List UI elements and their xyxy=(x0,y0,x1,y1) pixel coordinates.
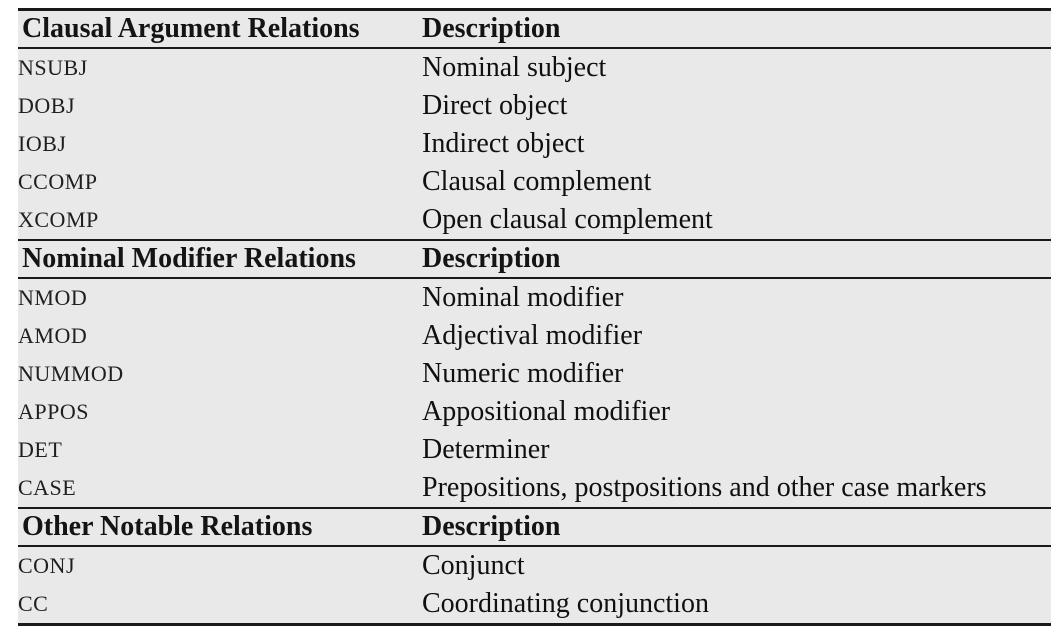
description-cell: Open clausal complement xyxy=(422,204,713,235)
section-header-row: Nominal Modifier Relations Description xyxy=(18,239,1051,279)
description-cell: Nominal modifier xyxy=(422,282,624,313)
relation-cell: XCOMP xyxy=(18,207,99,232)
section-header-description: Description xyxy=(422,507,1051,547)
relations-table: Clausal Argument Relations Description N… xyxy=(18,8,1051,626)
table-row: CASE Prepositions, postpositions and oth… xyxy=(18,469,1051,508)
relation-cell: NMOD xyxy=(18,285,88,310)
table-row: CONJ Conjunct xyxy=(18,546,1051,585)
relation-cell: CONJ xyxy=(18,553,76,578)
table-row: DOBJ Direct object xyxy=(18,87,1051,125)
description-cell: Appositional modifier xyxy=(422,396,671,427)
table-row: NSUBJ Nominal subject xyxy=(18,48,1051,87)
relation-cell: APPOS xyxy=(18,399,89,424)
relation-cell: CC xyxy=(18,585,422,626)
table-row: CCOMP Clausal complement xyxy=(18,163,1051,201)
description-cell: Prepositions, postpositions and other ca… xyxy=(422,472,987,503)
relation-cell: NSUBJ xyxy=(18,55,88,80)
table-row: XCOMP Open clausal complement xyxy=(18,201,1051,240)
relation-cell: CASE xyxy=(18,475,77,500)
description-cell: Coordinating conjunction xyxy=(422,585,1051,626)
table-row: DET Determiner xyxy=(18,431,1051,469)
table-row: NUMMOD Numeric modifier xyxy=(18,355,1051,393)
description-cell: Adjectival modifier xyxy=(422,320,643,351)
relation-cell: DOBJ xyxy=(18,93,76,118)
section-header-description: Description xyxy=(422,239,1051,279)
table-row: AMOD Adjectival modifier xyxy=(18,317,1051,355)
description-cell: Nominal subject xyxy=(422,52,607,83)
relation-cell: NUMMOD xyxy=(18,361,124,386)
section-header-row: Other Notable Relations Description xyxy=(18,507,1051,547)
description-cell: Determiner xyxy=(422,434,550,465)
section-header-title: Clausal Argument Relations xyxy=(18,8,422,49)
section-header-title: Nominal Modifier Relations xyxy=(18,239,422,279)
description-cell: Numeric modifier xyxy=(422,358,624,389)
dependency-relations-table: Clausal Argument Relations Description N… xyxy=(18,8,1051,626)
section-header-title: Other Notable Relations xyxy=(18,507,422,547)
table-row: APPOS Appositional modifier xyxy=(18,393,1051,431)
relation-cell: AMOD xyxy=(18,323,88,348)
relation-cell: IOBJ xyxy=(18,131,67,156)
description-cell: Conjunct xyxy=(422,550,525,581)
description-cell: Clausal complement xyxy=(422,166,652,197)
table-row: CC Coordinating conjunction xyxy=(18,585,1051,626)
relation-cell: DET xyxy=(18,437,63,462)
table-row: NMOD Nominal modifier xyxy=(18,278,1051,317)
description-cell: Direct object xyxy=(422,90,568,121)
section-header-description: Description xyxy=(422,8,1051,49)
relation-cell: CCOMP xyxy=(18,169,98,194)
table-row: IOBJ Indirect object xyxy=(18,125,1051,163)
description-cell: Indirect object xyxy=(422,128,585,159)
section-header-row: Clausal Argument Relations Description xyxy=(18,8,1051,49)
